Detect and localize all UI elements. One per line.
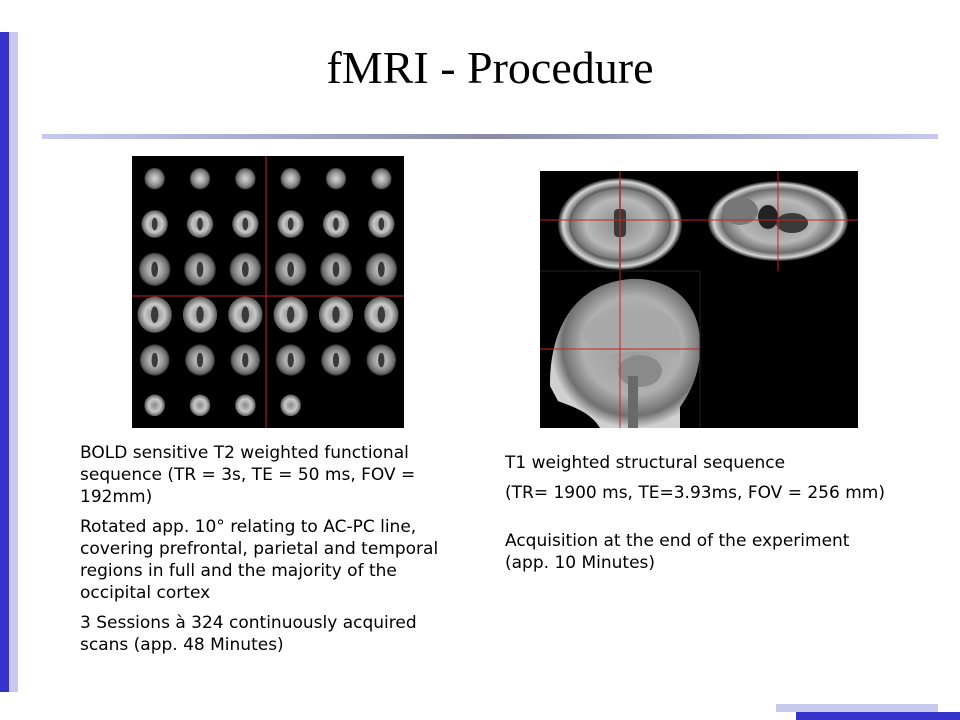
ventricle-mark [332, 352, 340, 368]
brain-slice [280, 167, 301, 190]
brain-slice [144, 167, 165, 190]
bottom-accent-bar-light [776, 704, 938, 712]
bold-sequence-text: BOLD sensitive T2 weighted functional se… [80, 443, 416, 507]
ventricle-mark [151, 352, 158, 368]
ventricle-mark [241, 261, 249, 277]
ventricle-mark [241, 306, 250, 323]
slide-title: fMRI - Procedure [326, 42, 654, 93]
ventricle-mark [377, 261, 385, 277]
ventricle-mark [332, 261, 340, 277]
brain-slice [235, 394, 256, 417]
ventricle-mark [197, 217, 203, 231]
ventricle-mark [287, 261, 295, 277]
bottom-accent-bar [796, 712, 960, 720]
ventricle-mark [150, 306, 159, 323]
sagittal-view [550, 278, 701, 428]
bold-description: BOLD sensitive T2 weighted functional se… [80, 442, 440, 656]
ventricle-mark [378, 217, 385, 231]
left-accent-bar-light [9, 32, 18, 692]
ventricle-mark [333, 217, 339, 231]
ventricle-mark [196, 306, 204, 323]
left-accent-bar [0, 32, 9, 692]
t1-description: T1 weighted structural sequence (TR= 190… [505, 452, 885, 574]
brain-slice [189, 394, 211, 417]
ventricle-mark [378, 352, 385, 368]
ventricle-mark [151, 217, 158, 231]
t1-acquisition-text: Acquisition at the end of the experiment… [505, 531, 850, 573]
ventricle-mark [242, 352, 249, 368]
t1-views-svg [540, 171, 858, 428]
ventricle-mark [287, 217, 294, 231]
brain-slice [325, 167, 347, 190]
bold-rotation-text: Rotated app. 10° relating to AC-PC line,… [80, 517, 439, 603]
ventricle-mark [286, 306, 295, 323]
brain-slice [280, 394, 301, 417]
title-divider [42, 134, 938, 139]
t1-structural-scan-image [540, 171, 858, 428]
bold-fmri-slices-image [132, 156, 404, 428]
ventricle-mark [242, 217, 249, 231]
ventricle-mark [287, 352, 294, 368]
t1-parameters-text: (TR= 1900 ms, TE=3.93ms, FOV = 256 mm) [505, 483, 885, 503]
brain-slice [189, 167, 211, 190]
bold-slices-svg [132, 156, 404, 428]
ventricle-mark [196, 352, 204, 368]
brain-slice [144, 394, 165, 417]
ventricle-mark [332, 306, 340, 323]
ventricle-mark [151, 261, 159, 277]
brain-slice [371, 167, 392, 190]
ventricle-mark [377, 306, 386, 323]
t1-sequence-text: T1 weighted structural sequence [505, 453, 786, 473]
brain-slice [235, 167, 256, 190]
bold-sessions-text: 3 Sessions à 324 continuously acquired s… [80, 613, 417, 655]
ventricle-mark [196, 261, 204, 277]
